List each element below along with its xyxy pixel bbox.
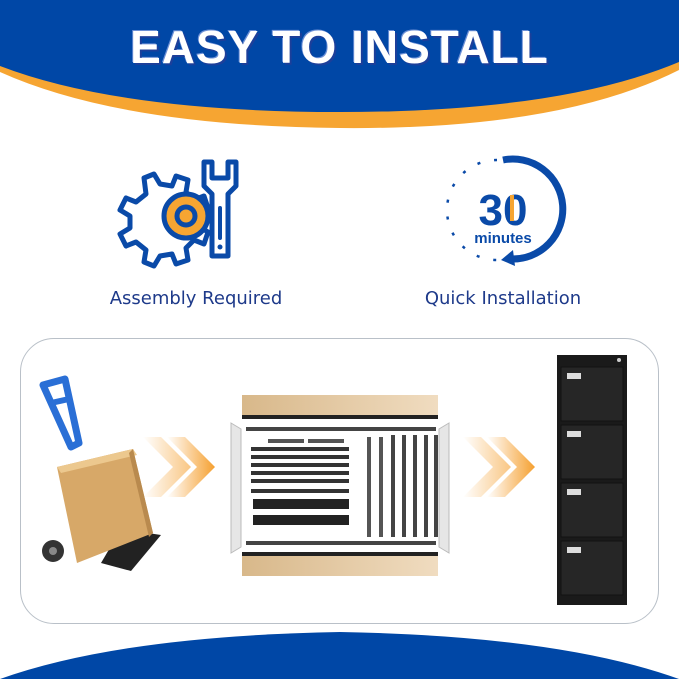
timer-unit: minutes [474, 230, 532, 247]
process-panel [20, 338, 659, 624]
gear-wrench-icon [117, 159, 239, 269]
timer-30-icon: 30 minutes [445, 155, 567, 266]
process-illustration [39, 355, 627, 605]
page-title: EASY TO INSTALL [130, 21, 549, 73]
arrow-icon [463, 437, 535, 497]
filing-cabinet-icon [557, 355, 627, 605]
timer-number: 30 [479, 186, 528, 235]
parts-icon [230, 395, 450, 576]
feature-assembly: Assembly Required [86, 150, 306, 309]
arrow-icon [143, 437, 215, 497]
feature-label: Assembly Required [109, 288, 283, 309]
hand-truck-icon [39, 375, 161, 571]
feature-label: Quick Installation [424, 288, 582, 309]
banner-shape [0, 0, 679, 129]
footer-banner [0, 628, 679, 679]
header-banner: EASY TO INSTALL [0, 0, 679, 140]
feature-quick-install: 30 minutes Quick Installation [393, 150, 613, 309]
